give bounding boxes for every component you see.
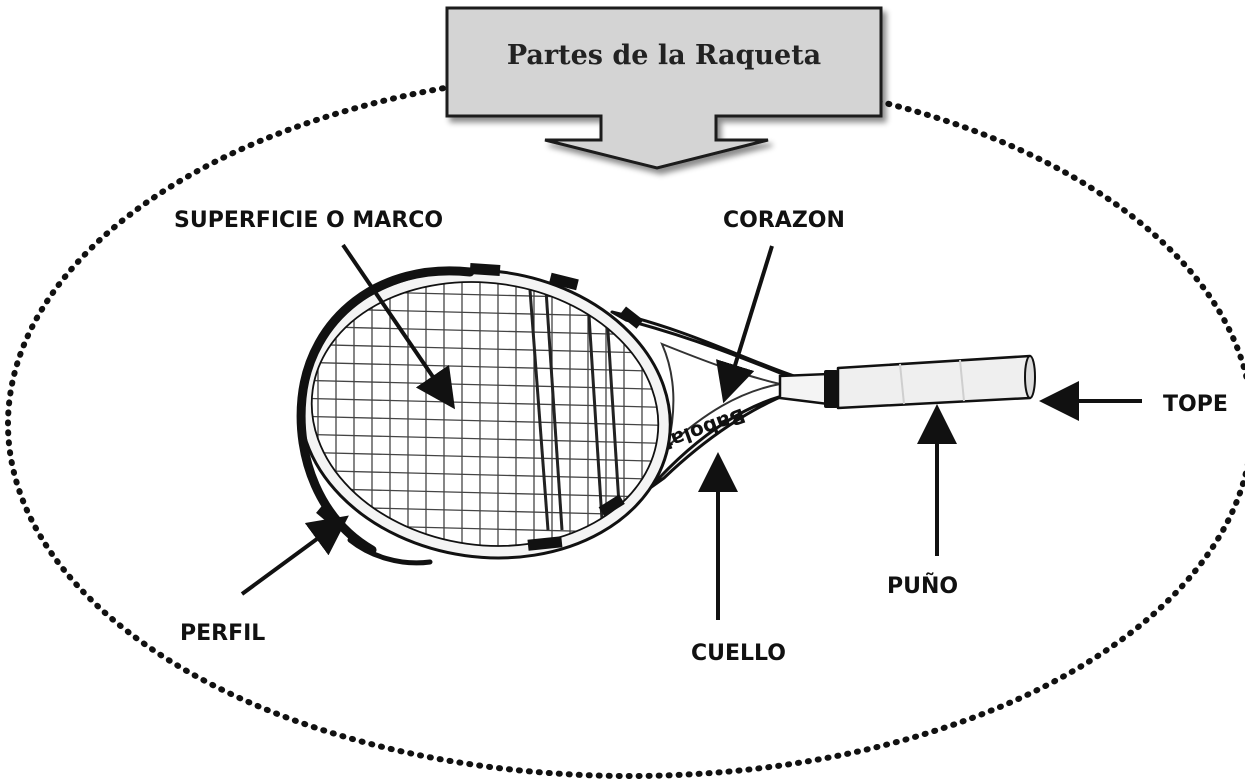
racket-butt-cap xyxy=(1024,355,1036,399)
diagram-title: Partes de la Raqueta xyxy=(507,40,821,71)
title-callout xyxy=(445,6,883,170)
racket-shaft xyxy=(778,372,830,406)
racket-bumper xyxy=(347,537,433,566)
arrow-corazon xyxy=(715,245,774,404)
racket-collar xyxy=(824,370,838,408)
label-perfil: PERFIL xyxy=(180,621,265,646)
racket-string-face xyxy=(305,276,665,552)
label-tope: TOPE xyxy=(1163,392,1228,417)
label-superficie-o-marco: SUPERFICIE O MARCO xyxy=(174,208,443,233)
arrow-superficie xyxy=(341,243,456,410)
racket-grip xyxy=(836,354,1035,410)
label-cuello: CUELLO xyxy=(691,641,786,666)
tennis-racket-illustration: Babolat xyxy=(289,262,1036,570)
pointer-arrows xyxy=(240,243,1142,620)
label-puno: PUÑO xyxy=(887,573,958,599)
arrow-perfil xyxy=(240,515,349,596)
label-corazon: CORAZON xyxy=(723,208,845,233)
